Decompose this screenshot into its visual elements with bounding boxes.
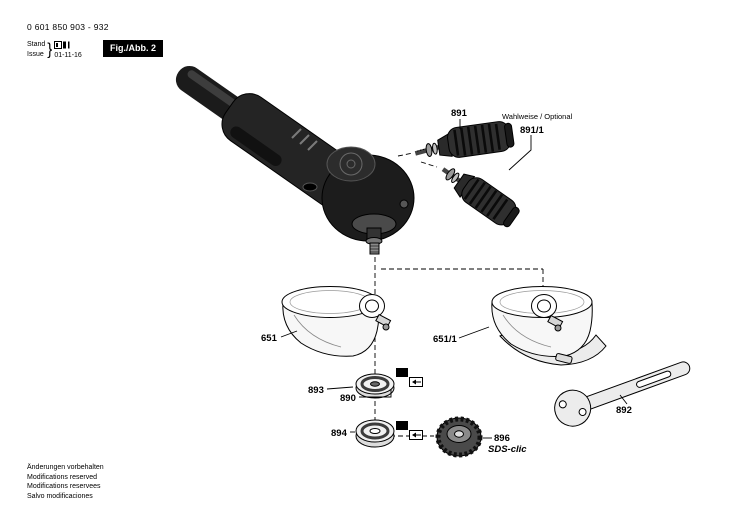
label-handle-optional: 891/1	[520, 125, 544, 136]
leader-651-1	[458, 326, 490, 339]
fastening-clip-icons-lower	[396, 421, 423, 440]
brace-glyph: }	[47, 40, 53, 59]
document-part-number: 0 601 850 903 - 932	[27, 22, 109, 32]
label-pin-wrench: 892	[616, 405, 632, 416]
figure-badge: Fig./Abb. 2	[103, 40, 163, 57]
label-handle: 891	[451, 108, 468, 119]
clamping-nut-896	[435, 416, 483, 458]
wheel-guard-651	[281, 286, 392, 357]
wheel-guard-651-1	[491, 286, 607, 366]
label-clamping-nut-type: SDS-clic	[488, 444, 527, 455]
leader-651	[280, 330, 298, 338]
side-handle-891-1	[441, 167, 520, 228]
leader-892	[619, 394, 628, 405]
label-clamping-flange: 894	[331, 428, 348, 439]
label-guard-optional: 651/1	[433, 334, 457, 345]
issue-date: 01-11-16	[54, 52, 82, 59]
angle-grinder-body	[175, 65, 415, 255]
assembly-centerlines	[374, 152, 544, 437]
backing-flange-893	[355, 373, 395, 399]
label-optional-note: Wahlweise / Optional	[502, 112, 573, 121]
leader-lines	[280, 119, 628, 439]
leader-893	[326, 386, 354, 390]
handle-link	[397, 152, 414, 157]
label-guard: 651	[261, 333, 278, 344]
footer-line-fr: Modifications reservees	[27, 483, 101, 490]
fastening-clip-icons-upper	[396, 368, 423, 387]
label-clamping-nut: 896	[494, 433, 510, 444]
footer-line-es: Salvo modificaciones	[27, 492, 93, 500]
issue-block: Stand Issue } 01-11-16	[27, 40, 82, 61]
footer-line-de: Änderungen vorbehalten	[27, 464, 104, 471]
stand-icon	[54, 41, 82, 51]
leader-890	[359, 389, 392, 398]
pin-wrench-892	[554, 361, 691, 427]
stand-label: Stand	[27, 41, 46, 48]
clamping-flange-894	[355, 419, 395, 448]
label-fastening-set: 890	[340, 393, 356, 404]
leader-891-1	[508, 135, 532, 171]
label-backing-flange: 893	[308, 385, 324, 396]
footer-line-en: Modifications reserved	[27, 473, 98, 481]
side-handle-891	[414, 121, 515, 158]
handle-optional-link	[420, 161, 438, 168]
issue-label: Issue	[27, 51, 44, 58]
legal-footer: Änderungen vorbehalten Modifications res…	[27, 463, 104, 501]
